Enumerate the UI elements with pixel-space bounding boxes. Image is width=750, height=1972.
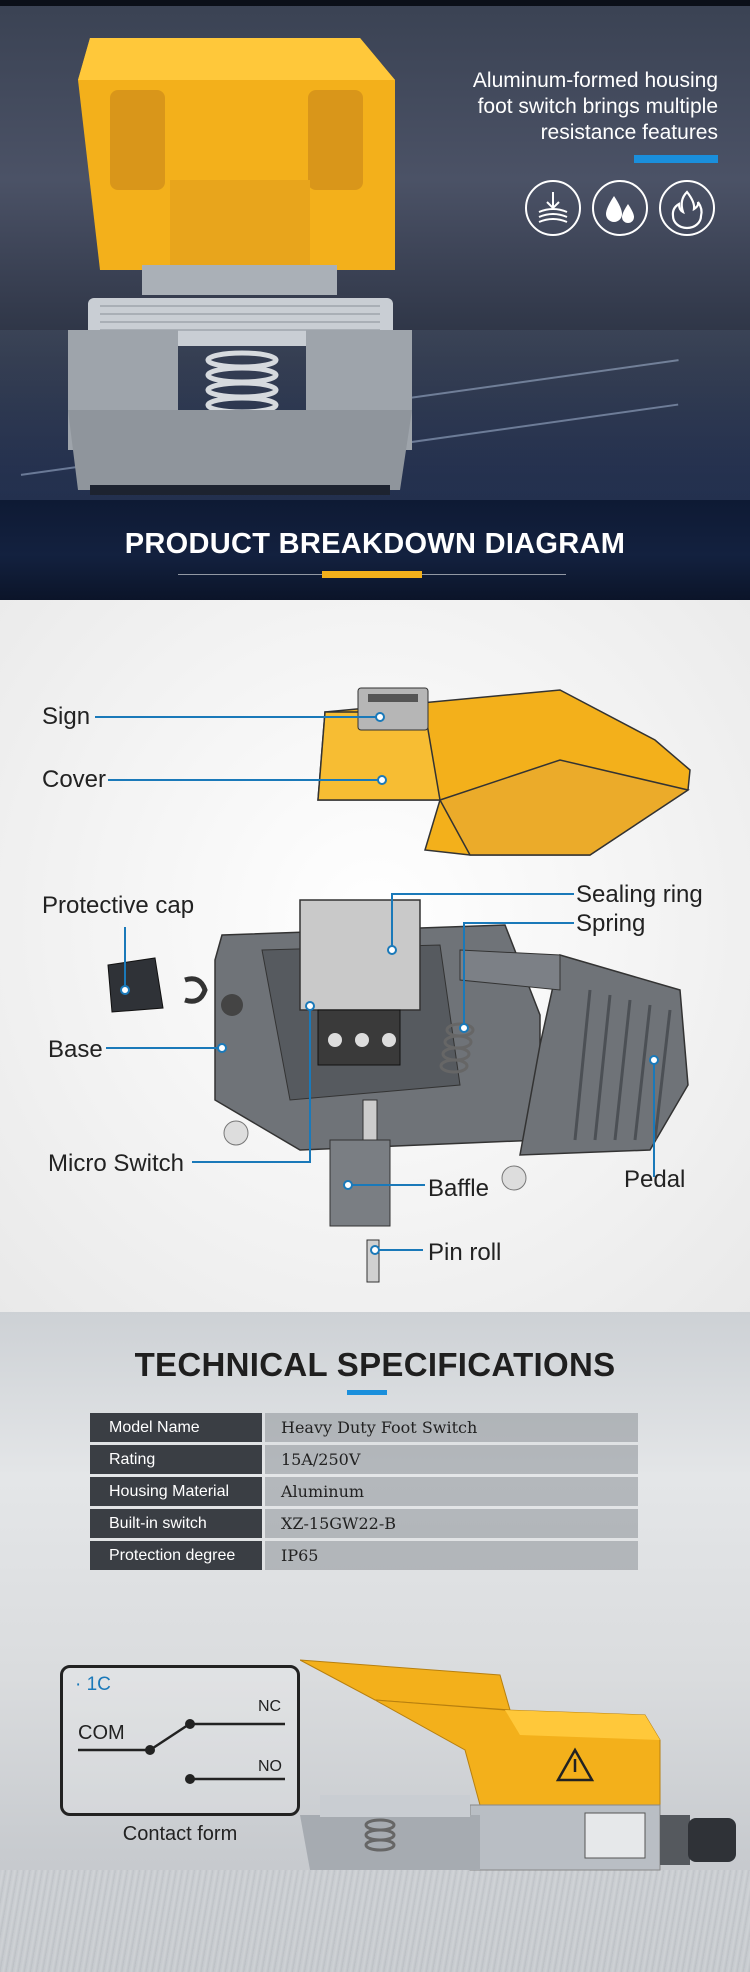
screw-part (501, 1165, 527, 1191)
contact-form-caption: Contact form (122, 1823, 238, 1845)
spec-key: Rating (90, 1445, 262, 1474)
spec-row: Housing Material Aluminum (90, 1477, 638, 1506)
hero-tagline: Aluminum-formed housing foot switch brin… (418, 68, 718, 146)
title-accent-bar (322, 571, 422, 578)
breakdown-title: PRODUCT BREAKDOWN DIAGRAM (124, 528, 626, 560)
spec-row: Model Name Heavy Duty Foot Switch (90, 1413, 638, 1442)
pin-roll-upper (362, 1099, 378, 1141)
label-micro-switch: Micro Switch (48, 1150, 185, 1177)
cover-part (317, 687, 691, 856)
spring-part (439, 1022, 475, 1074)
contact-form-diagram: · 1C COM NC NO (60, 1665, 300, 1816)
contact-no-label: NO (258, 1758, 282, 1775)
product-foot-switch-image (300, 1659, 736, 1871)
fire-resistant-icon (659, 180, 715, 236)
label-baffle: Baffle (428, 1175, 489, 1202)
spec-value: Heavy Duty Foot Switch (265, 1413, 638, 1442)
breakdown-title-band (0, 500, 750, 600)
hero-tagline-line: Aluminum-formed housing (472, 69, 718, 92)
pedal-part (459, 949, 689, 1156)
hero-tagline-line: resistance features (540, 121, 718, 144)
leader-lines (95, 716, 655, 1251)
contact-com-label: COM (78, 1722, 125, 1744)
contact-type-label: · 1C (75, 1674, 111, 1695)
hero-accent-bar (634, 155, 718, 163)
spec-key: Protection degree (90, 1541, 262, 1570)
specifications-title: TECHNICAL SPECIFICATIONS (134, 1346, 616, 1383)
label-cover: Cover (42, 766, 107, 793)
contact-nc-label: NC (258, 1698, 282, 1715)
specifications-accent-bar (347, 1390, 387, 1395)
spec-key: Built-in switch (90, 1509, 262, 1538)
spec-value: 15A/250V (265, 1445, 638, 1474)
label-pedal: Pedal (624, 1166, 686, 1193)
specifications-table: Model Name Heavy Duty Foot Switch Rating… (90, 1413, 638, 1573)
hero-tagline-line: foot switch brings multiple (477, 95, 718, 118)
protective-cap-part (107, 957, 208, 1013)
screw-part (223, 1120, 249, 1146)
spec-value: Aluminum (265, 1477, 638, 1506)
label-protective-cap: Protective cap (42, 892, 195, 919)
hero-foot-switch-image (68, 38, 412, 495)
hero-banner: Aluminum-formed housing foot switch brin… (0, 0, 750, 600)
label-sign: Sign (42, 703, 91, 730)
spec-row: Built-in switch XZ-15GW22-B (90, 1509, 638, 1538)
label-pin-roll: Pin roll (428, 1239, 502, 1266)
spec-row: Rating 15A/250V (90, 1445, 638, 1474)
spec-key: Housing Material (90, 1477, 262, 1506)
label-spring: Spring (576, 910, 646, 937)
baffle-part (329, 1139, 391, 1227)
label-sealing-ring: Sealing ring (576, 881, 703, 908)
label-base: Base (48, 1036, 103, 1063)
spec-value: IP65 (265, 1541, 638, 1570)
spec-row: Protection degree IP65 (90, 1541, 638, 1570)
spec-key: Model Name (90, 1413, 262, 1442)
pressure-resistance-icon (525, 180, 581, 236)
exploded-view-diagram (95, 687, 691, 1283)
base-part (214, 899, 541, 1151)
floor-texture (0, 1870, 750, 1972)
spec-value: XZ-15GW22-B (265, 1509, 638, 1538)
contact-schematic (78, 1719, 285, 1784)
waterproof-icon (592, 180, 648, 236)
leader-dots (120, 712, 659, 1255)
